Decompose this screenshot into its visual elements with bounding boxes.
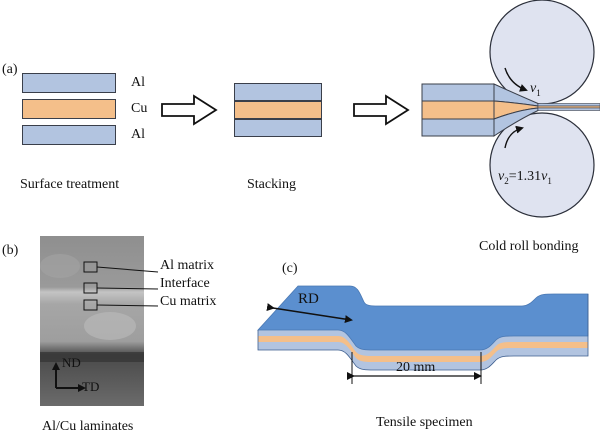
v2-label: v2=1.31v1 [498, 170, 552, 186]
upper-roller-rotation-arrow [504, 67, 528, 92]
output-copper [537, 105, 600, 109]
label-cu-matrix: Cu matrix [160, 294, 217, 309]
upper-roller [489, 0, 595, 105]
rolling-aluminum-top [421, 83, 495, 102]
v2-ref-subscript: 1 [547, 175, 552, 186]
lower-roller-rotation-arrow [504, 125, 524, 149]
v1-label: v1 [530, 82, 541, 98]
process-arrow-1 [161, 94, 218, 126]
rd-label: RD [298, 291, 319, 307]
layer-label-cu: Cu [131, 101, 148, 116]
panel-label-c: (c) [282, 261, 298, 276]
aluminum-plate-bottom [22, 125, 116, 145]
v2-relation: =1.31 [508, 169, 542, 184]
stacked-aluminum-top [234, 83, 322, 101]
specimen-outline [257, 294, 589, 371]
rolling-aluminum-bottom [421, 118, 495, 137]
panel-label-b: (b) [2, 243, 19, 258]
stacked-copper [234, 101, 322, 119]
lower-roller [489, 112, 595, 218]
caption-stacking: Stacking [247, 177, 296, 192]
axis-label-td: TD [82, 379, 100, 394]
tensile-specimen [257, 285, 589, 371]
caption-surface-treatment: Surface treatment [20, 177, 120, 192]
stacked-aluminum-bottom [234, 119, 322, 137]
label-al-matrix: Al matrix [160, 258, 215, 273]
layer-label-al-top: Al [131, 75, 145, 90]
aluminum-plate-top [22, 73, 116, 93]
v2-subscript: 2 [504, 175, 509, 186]
v2-ref-symbol: v [541, 169, 548, 184]
v1-subscript: 1 [536, 87, 541, 98]
copper-plate [22, 99, 116, 119]
label-interface: Interface [160, 276, 210, 291]
output-aluminum-bottom [537, 107, 600, 111]
output-aluminum-top [537, 103, 600, 107]
specimen-copper-layer [258, 336, 588, 362]
axis-label-nd: ND [62, 355, 81, 370]
caption-tensile-specimen: Tensile specimen [376, 415, 473, 430]
panel-label-a: (a) [2, 62, 18, 77]
rolling-copper [421, 100, 495, 120]
caption-cold-roll-bonding: Cold roll bonding [479, 239, 579, 254]
dimension-label: 20 mm [396, 360, 436, 375]
layer-label-al-bottom: Al [131, 127, 145, 142]
caption-al-cu-laminates: Al/Cu laminates [42, 419, 134, 434]
process-arrow-2 [353, 94, 410, 126]
v2-symbol: v [498, 169, 505, 184]
rd-arrow [266, 303, 353, 324]
v1-symbol: v [530, 81, 537, 96]
